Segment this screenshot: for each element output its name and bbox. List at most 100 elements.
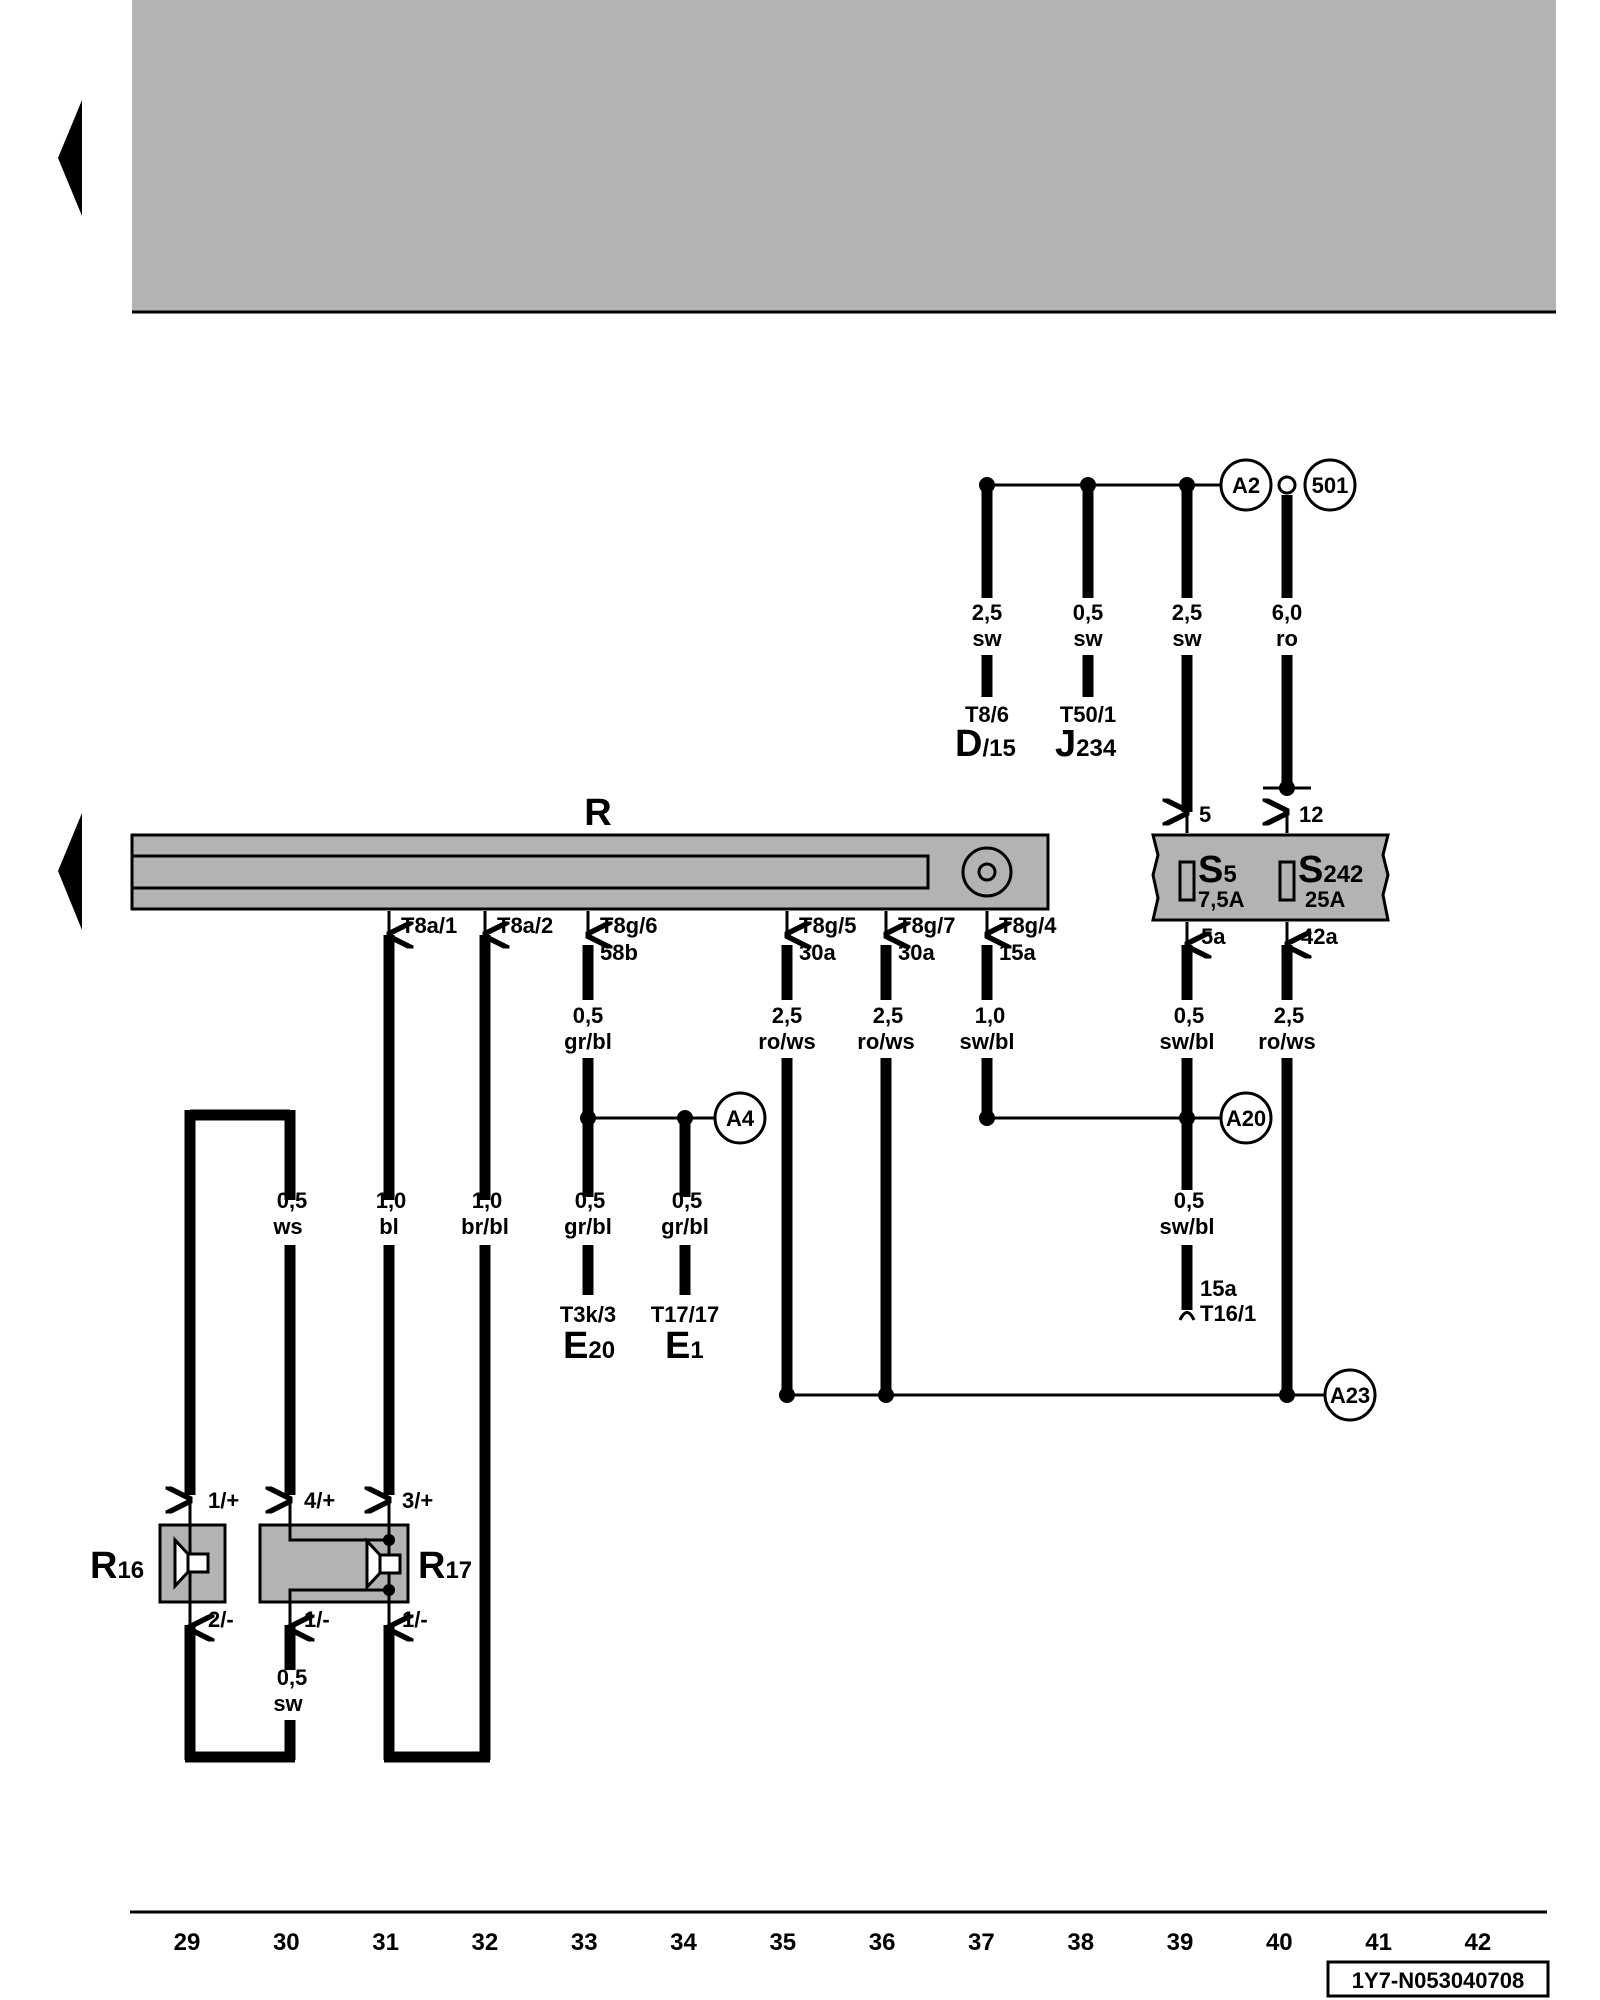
track-number: 31 <box>372 1929 399 1956</box>
ref-a4: A4 <box>726 1106 755 1131</box>
fuse-s242: S242 <box>1298 849 1363 891</box>
fuse-rating: 7,5A <box>1198 887 1245 912</box>
wire-size: 2,5 <box>1274 1003 1305 1028</box>
component-e1[interactable]: E1 <box>665 1325 704 1367</box>
component-d15[interactable]: D/15 <box>955 723 1016 765</box>
component-e20[interactable]: E20 <box>563 1325 615 1367</box>
connector-pin: T16/1 <box>1200 1301 1256 1326</box>
wire-color: ro <box>1276 626 1298 651</box>
doc-code-box <box>1326 1960 1550 1998</box>
speaker-r17[interactable] <box>258 1512 410 1618</box>
component-r-label: R <box>584 792 611 834</box>
speaker-r16[interactable] <box>158 1510 227 1618</box>
wire-size: 2,5 <box>873 1003 904 1028</box>
wire-size: 1,0 <box>975 1003 1006 1028</box>
wire-size: 0,5 <box>672 1188 703 1213</box>
speaker-pin: 1/- <box>304 1607 330 1632</box>
ref-a20: A20 <box>1226 1106 1266 1131</box>
connector-pin: T17/17 <box>651 1302 720 1327</box>
component-main: E <box>563 1325 588 1367</box>
wire-color: sw <box>972 626 1002 651</box>
wire-size: 2,5 <box>772 1003 803 1028</box>
fuse-pin: 5 <box>1199 802 1211 827</box>
component-sub: 20 <box>588 1337 615 1364</box>
track-number: 30 <box>273 1929 300 1956</box>
wire-size: 1,0 <box>376 1188 407 1213</box>
wire-color: gr/bl <box>661 1214 709 1239</box>
wire-size: 0,5 <box>277 1188 308 1213</box>
component-j234[interactable]: J234 <box>1055 723 1117 765</box>
track-number: 34 <box>670 1929 697 1956</box>
fuse-pin: 42a <box>1301 924 1338 949</box>
track-number: 38 <box>1067 1929 1094 1956</box>
fuse-name: S <box>1198 849 1223 891</box>
component-main: E <box>665 1325 690 1367</box>
wire-color: bl <box>379 1214 399 1239</box>
wire-size: 0,5 <box>1073 600 1104 625</box>
speaker-r16-label: R16 <box>90 1545 144 1587</box>
track-number: 29 <box>174 1929 201 1956</box>
component-r[interactable] <box>130 833 1050 911</box>
wire-size: 2,5 <box>1172 600 1203 625</box>
fuse-pin: 5a <box>1201 924 1226 949</box>
track-number: 40 <box>1266 1929 1293 1956</box>
left-triangle-marker-icon[interactable] <box>58 100 82 216</box>
wire-color: ro/ws <box>758 1029 815 1054</box>
wire-size: 0,5 <box>1174 1003 1205 1028</box>
component-sub: 17 <box>445 1557 472 1584</box>
track-number: 41 <box>1365 1929 1392 1956</box>
r-pin: T8g/5 <box>799 913 856 938</box>
r-pin-term: 58b <box>600 940 638 965</box>
wire-size: 0,5 <box>573 1003 604 1028</box>
wire-color: sw <box>1073 626 1103 651</box>
speaker-loops <box>184 935 491 1763</box>
speaker-pin: 4/+ <box>304 1488 335 1513</box>
wire-size: 1,0 <box>472 1188 503 1213</box>
connector-pin: T8/6 <box>965 702 1009 727</box>
doc-code: 1Y7-N053040708 <box>1352 1968 1524 1993</box>
speaker-icon <box>173 1536 210 1590</box>
wire-color: sw/bl <box>959 1029 1014 1054</box>
wire-size: 6,0 <box>1272 600 1303 625</box>
wire-color: br/bl <box>461 1214 509 1239</box>
track-number: 42 <box>1465 1929 1492 1956</box>
wire-color: gr/bl <box>564 1029 612 1054</box>
r-pin: T8a/2 <box>497 913 553 938</box>
component-main: R <box>418 1545 445 1587</box>
r-pin: T8a/1 <box>401 913 457 938</box>
speaker-pin: 2/- <box>208 1607 234 1632</box>
connector-pin: T50/1 <box>1060 702 1116 727</box>
ref-a2: A2 <box>1232 473 1260 498</box>
track-number: 33 <box>571 1929 598 1956</box>
component-sub: 234 <box>1076 735 1117 762</box>
wire-color: sw <box>1172 626 1202 651</box>
r-pin-arrows <box>389 911 987 935</box>
fuse-number: 5 <box>1223 861 1236 888</box>
speaker-pin: 3/+ <box>402 1488 433 1513</box>
wire-size: 0,5 <box>277 1665 308 1690</box>
fuse-icon <box>1278 860 1296 902</box>
fuse-s5: S5 <box>1198 849 1237 891</box>
speaker-icon <box>365 1537 402 1591</box>
header-band <box>132 0 1556 312</box>
component-sub: /15 <box>982 735 1015 762</box>
r-pin-term: 30a <box>799 940 836 965</box>
r-pin-term: 15a <box>999 940 1036 965</box>
r-pin: T8g/4 <box>999 913 1057 938</box>
fuse-icon <box>1178 860 1196 902</box>
track-number: 37 <box>968 1929 995 1956</box>
r-pin-term: 30a <box>898 940 935 965</box>
wire-color: gr/bl <box>564 1214 612 1239</box>
component-sub: 16 <box>117 1557 144 1584</box>
component-main: J <box>1055 723 1076 765</box>
fuse-box[interactable] <box>1151 833 1390 922</box>
component-main: D <box>955 723 982 765</box>
wire-size: 0,5 <box>575 1188 606 1213</box>
wire-color: sw/bl <box>1159 1029 1214 1054</box>
fuse-pin: 12 <box>1299 802 1323 827</box>
ref-a23: A23 <box>1330 1383 1370 1408</box>
left-triangle-marker-icon[interactable] <box>58 813 82 930</box>
wire-size: 0,5 <box>1174 1188 1205 1213</box>
fuse-number: 242 <box>1323 861 1363 888</box>
